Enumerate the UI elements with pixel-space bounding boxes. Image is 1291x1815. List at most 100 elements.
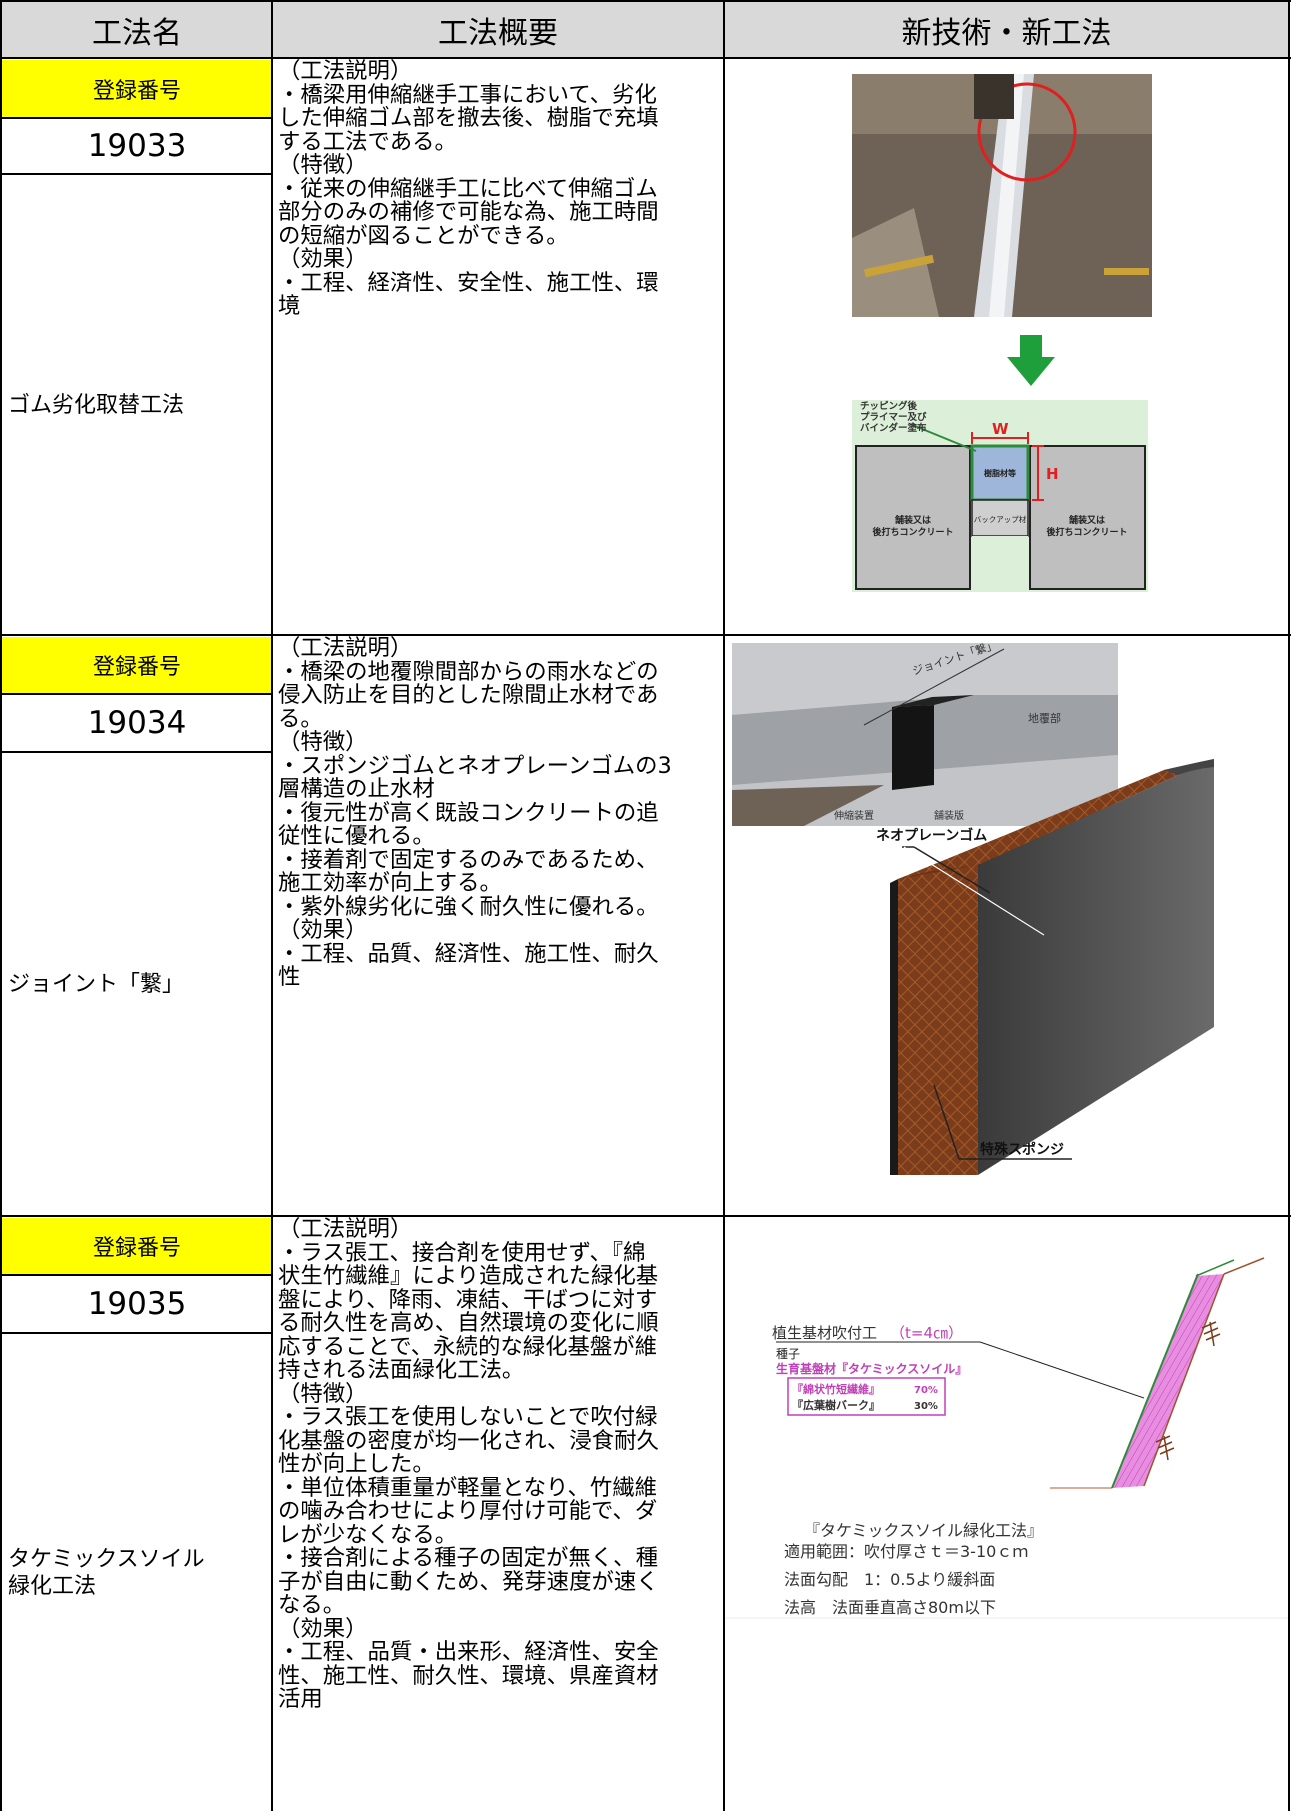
description-line: レが少なくなる。 [278, 1521, 458, 1548]
h-label: H [1046, 465, 1059, 483]
row1-name-line: ゴム劣化取替工法 [8, 392, 185, 418]
w-label: W [992, 420, 1009, 438]
description-line: ・橋梁用伸縮継手工事において、劣化 [278, 81, 657, 108]
description-line: ・復元性が高く既設コンクリートの追 [278, 799, 659, 826]
description-line: 盤により、降雨、凍結、干ばつに対す [278, 1286, 658, 1313]
description-line: ・ラス張工、接合剤を使用せず、『綿 [278, 1239, 646, 1266]
header-method-summary: 工法概要 [272, 2, 724, 58]
description-line: ・工程、品質、経済性、施工性、耐久 [278, 940, 659, 967]
description-line: （工法説明） [278, 635, 413, 661]
grid-line [0, 173, 272, 175]
neoprene-sponge-block [890, 759, 1214, 1175]
range-label: 適用範囲：吹付厚さｔ＝3-10ｃｍ [784, 1542, 1028, 1561]
description-line: ・従来の伸縮継手工に比べて伸縮ゴム [278, 175, 658, 202]
description-line: 状生竹繊維』により造成された緑化基 [278, 1263, 659, 1289]
backup-label: バックアップ材 [974, 514, 1027, 524]
description-line: の短縮が図ることができる。 [278, 222, 569, 249]
description-line: 性 [278, 964, 301, 990]
description-line: 子が自由に動くため、発芽速度が速く [278, 1568, 659, 1595]
joint-photo [852, 74, 1152, 317]
grid-line [0, 0, 2, 1811]
row2-reg-label: 登録番号 [2, 637, 272, 693]
joint-cross-section-diagram [852, 400, 1148, 592]
diagram-note-line3: バインダー塗布 [860, 422, 927, 434]
grid-line [0, 57, 1291, 59]
row3-reg-number: 19035 [87, 1286, 187, 1322]
row1-reg-number: 19033 [87, 128, 187, 164]
row1-figure: チッピング後 プライマー及び バインダー塗布 W H 樹脂材等 バックアップ材 … [724, 58, 1289, 635]
description-line: ・接合剤による種子の固定が無く、種 [278, 1545, 658, 1571]
grid-line [0, 1215, 1291, 1217]
row2-method-name: ジョイント「繋」 [2, 753, 272, 1216]
description-line: （効果） [278, 917, 368, 943]
joint-3d-image [732, 643, 1118, 826]
row1-reg-label: 登録番号 [2, 60, 272, 117]
grid-line [0, 1274, 272, 1276]
slope-label: 法面勾配 1：0.5より緩斜面 [784, 1570, 995, 1589]
row1-description: （工法説明）・橋梁用伸縮継手工事において、劣化した伸縮ゴム部を撤去後、樹脂で充填… [272, 58, 724, 635]
mix1-name: 『綿状竹短繊維』 [792, 1382, 880, 1396]
pavement-label: 舗装版 [934, 809, 964, 822]
grid-line [723, 0, 725, 1811]
grid-line [1288, 0, 1290, 1811]
expansion-label: 伸縮装置 [834, 809, 874, 822]
description-line: る。 [278, 705, 323, 732]
left-block-label: 舗装又は [894, 514, 931, 526]
grid-line [0, 751, 272, 753]
description-line: ・工程、経済性、安全性、施工性、環 [278, 269, 659, 296]
mix2-name: 『広葉樹バーク』 [792, 1398, 880, 1412]
description-line: 応することで、永続的な緑化基盤が維 [278, 1333, 658, 1360]
description-line: （特徴） [278, 152, 368, 178]
row3-name-line-2: 緑化工法 [8, 1573, 97, 1599]
mix1-pct: 70% [914, 1385, 938, 1396]
description-line: した伸縮ゴム部を撤去後、樹脂で充填 [278, 105, 659, 131]
row3-description: （工法説明）・ラス張工、接合剤を使用せず、『綿状生竹繊維』により造成された緑化基… [272, 1216, 724, 1811]
description-line: 層構造の止水材 [278, 776, 435, 802]
description-line: （特徴） [278, 729, 368, 755]
description-line: 部分のみの補修で可能な為、施工時間 [278, 199, 659, 225]
row3-figure: 植生基材吹付工 （t=4㎝） 種子 生育基盤材『タケミックスソイル』 『綿状竹短… [724, 1216, 1289, 1811]
method-name-label: 『タケミックスソイル緑化工法』 [804, 1521, 1043, 1540]
description-line: （特徴） [278, 1380, 368, 1407]
row3-name-line-1: タケミックスソイル [8, 1546, 205, 1572]
seed-label: 種子 [776, 1347, 800, 1361]
grid-line [0, 0, 1291, 2]
description-line: 活用 [278, 1686, 323, 1712]
row2-description: （工法説明）・橋梁の地覆隙間部からの雨水などの侵入防止を目的とした隙間止水材であ… [272, 635, 724, 1216]
description-line: ・工程、品質・出来形、経済性、安全 [278, 1639, 659, 1665]
method-title: 植生基材吹付工 [772, 1324, 877, 1342]
neoprene-label: ネオプレーンゴム [876, 827, 987, 844]
curb-label: 地覆部 [1028, 711, 1061, 725]
description-line: （工法説明） [278, 58, 413, 84]
description-line: （効果） [278, 246, 368, 272]
description-line: ・単位体積重量が軽量となり、竹繊維 [278, 1474, 658, 1501]
diagram-note-line2: プライマー及び [860, 411, 927, 423]
sponge-label: 特殊スポンジ [980, 1141, 1064, 1158]
description-line: ・ラス張工を使用しないことで吹付緑 [278, 1404, 658, 1430]
description-line: する工法である。 [278, 128, 457, 155]
description-line: ・紫外線劣化に強く耐久性に優れる。 [278, 893, 659, 920]
slope-cross-section [1050, 1257, 1265, 1489]
grid-line [0, 117, 272, 119]
description-line: 性、施工性、耐久性、環境、県産資材 [278, 1662, 659, 1689]
row2-figure: ジョイント「繋」 地覆部 伸縮装置 舗装版 [724, 635, 1289, 1216]
diagram-note-line1: チッピング後 [860, 400, 918, 412]
row1-method-name: ゴム劣化取替工法 [2, 175, 272, 635]
mix2-pct: 30% [914, 1401, 938, 1412]
description-line: の噛み合わせにより厚付け可能で、ダ [278, 1498, 658, 1524]
description-line: 侵入防止を目的とした隙間止水材であ [278, 682, 659, 708]
height-label: 法高 法面垂直高さ80m以下 [784, 1598, 996, 1617]
row2-name-line: ジョイント「繋」 [8, 972, 185, 997]
grid-line [0, 693, 272, 695]
row3-method-name: タケミックスソイル 緑化工法 [2, 1334, 272, 1811]
description-line: （効果） [278, 1615, 368, 1642]
description-line: 境 [278, 293, 301, 319]
row3-reg-label: 登録番号 [2, 1218, 272, 1274]
description-line: 性が向上した。 [278, 1451, 435, 1477]
mix-box [787, 1377, 946, 1416]
right-block-label: 舗装又は [1068, 514, 1105, 526]
base-material-label: 生育基盤材『タケミックスソイル』 [776, 1361, 967, 1376]
resin-label: 樹脂材等 [984, 468, 1016, 478]
description-line: （工法説明） [278, 1216, 413, 1242]
